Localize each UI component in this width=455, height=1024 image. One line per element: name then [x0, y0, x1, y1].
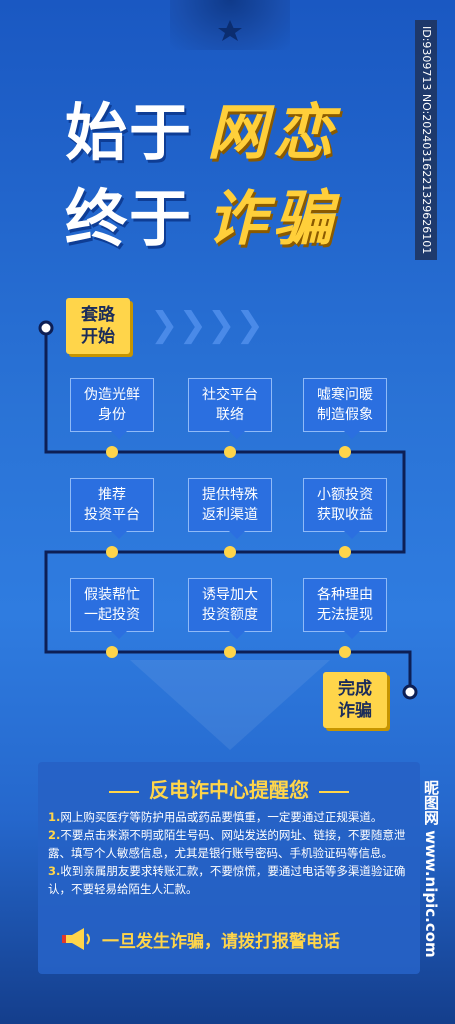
notice-item-num: 3.	[48, 864, 61, 878]
step-line: 身份	[98, 407, 126, 423]
alarm-text: 一旦发生诈骗，请拨打报警电话	[102, 931, 340, 952]
step-card: 社交平台联络	[188, 378, 272, 439]
flow-dot	[224, 446, 236, 458]
step-line: 获取收益	[317, 507, 373, 523]
end-tag-line2: 诈骗	[338, 701, 372, 721]
notice-title: 反电诈中心提醒您	[38, 774, 420, 803]
notice-item: 2.不要点击来源不明或陌生号码、网站发送的网址、链接，不要随意泄露、填写个人敏感…	[48, 826, 410, 862]
step-line: 诱导加大	[202, 587, 258, 603]
step-line: 推荐	[98, 487, 126, 503]
start-tag: 套路 开始	[66, 298, 130, 354]
notice-item-text: 网上购买医疗等防护用品或药品要慎重，一定要通过正规渠道。	[60, 810, 383, 824]
watermark-id: ID:9309713 NO:20240316221329626101	[415, 20, 437, 260]
notice-list: 1.网上购买医疗等防护用品或药品要慎重，一定要通过正规渠道。 2.不要点击来源不…	[48, 808, 410, 898]
step-card: 假装帮忙一起投资	[70, 578, 154, 639]
flow-dot	[339, 446, 351, 458]
step-card: 诱导加大投资额度	[188, 578, 272, 639]
flow-dot	[339, 546, 351, 558]
title-yellow-1: 网恋	[207, 97, 340, 168]
flow-dot	[106, 646, 118, 658]
step-card: 小额投资获取收益	[303, 478, 387, 539]
step-line: 制造假象	[317, 407, 373, 423]
notice-item-num: 1.	[48, 810, 61, 824]
title-line-2: 终于 诈骗	[65, 168, 339, 258]
site-watermark: 昵图网 www.nipic.com	[422, 780, 440, 958]
notice-item: 1.网上购买医疗等防护用品或药品要慎重，一定要通过正规渠道。	[48, 808, 410, 826]
step-line: 投资额度	[202, 607, 258, 623]
step-line: 假装帮忙	[84, 587, 140, 603]
step-line: 一起投资	[84, 607, 140, 623]
start-tag-line1: 套路	[81, 305, 115, 325]
step-line: 提供特殊	[202, 487, 258, 503]
step-line: 社交平台	[202, 387, 258, 403]
step-card: 嘘寒问暖制造假象	[303, 378, 387, 439]
step-card: 推荐投资平台	[70, 478, 154, 539]
end-tag-line1: 完成	[338, 679, 372, 699]
notice-item: 3.收到亲属朋友要求转账汇款，不要惊慌，要通过电话等多渠道验证确认，不要轻易给陌…	[48, 862, 410, 898]
flow-dot	[224, 546, 236, 558]
flow-dot	[224, 646, 236, 658]
step-line: 伪造光鲜	[84, 387, 140, 403]
megaphone-icon	[62, 928, 90, 950]
title-white-1: 始于	[65, 96, 194, 169]
title-white-2: 终于	[65, 182, 194, 255]
notice-item-text: 不要点击来源不明或陌生号码、网站发送的网址、链接，不要随意泄露、填写个人敏感信息…	[48, 828, 406, 860]
title-line-1: 始于 网恋	[65, 82, 339, 172]
step-line: 各种理由	[317, 587, 373, 603]
step-line: 返利渠道	[202, 507, 258, 523]
step-line: 投资平台	[84, 507, 140, 523]
step-card: 各种理由无法提现	[303, 578, 387, 639]
end-tag: 完成 诈骗	[323, 672, 387, 728]
title-yellow-2: 诈骗	[207, 183, 340, 254]
flow-dot	[106, 446, 118, 458]
flow-dot	[339, 646, 351, 658]
flow-dot	[106, 546, 118, 558]
notice-item-text: 收到亲属朋友要求转账汇款，不要惊慌，要通过电话等多渠道验证确认，不要轻易给陌生人…	[48, 864, 406, 896]
step-line: 小额投资	[317, 487, 373, 503]
step-line: 嘘寒问暖	[317, 387, 373, 403]
step-line: 联络	[216, 407, 244, 423]
step-card: 伪造光鲜身份	[70, 378, 154, 439]
notice-panel: 反电诈中心提醒您 1.网上购买医疗等防护用品或药品要慎重，一定要通过正规渠道。 …	[38, 762, 420, 974]
start-tag-line2: 开始	[81, 327, 115, 347]
notice-item-num: 2.	[48, 828, 61, 842]
step-card: 提供特殊返利渠道	[188, 478, 272, 539]
chevron-arrow-icon: ❯❯❯❯	[150, 305, 264, 345]
star-icon	[218, 20, 242, 41]
top-badge	[170, 0, 290, 50]
alarm-line: 一旦发生诈骗，请拨打报警电话	[60, 926, 420, 952]
step-line: 无法提现	[317, 607, 373, 623]
